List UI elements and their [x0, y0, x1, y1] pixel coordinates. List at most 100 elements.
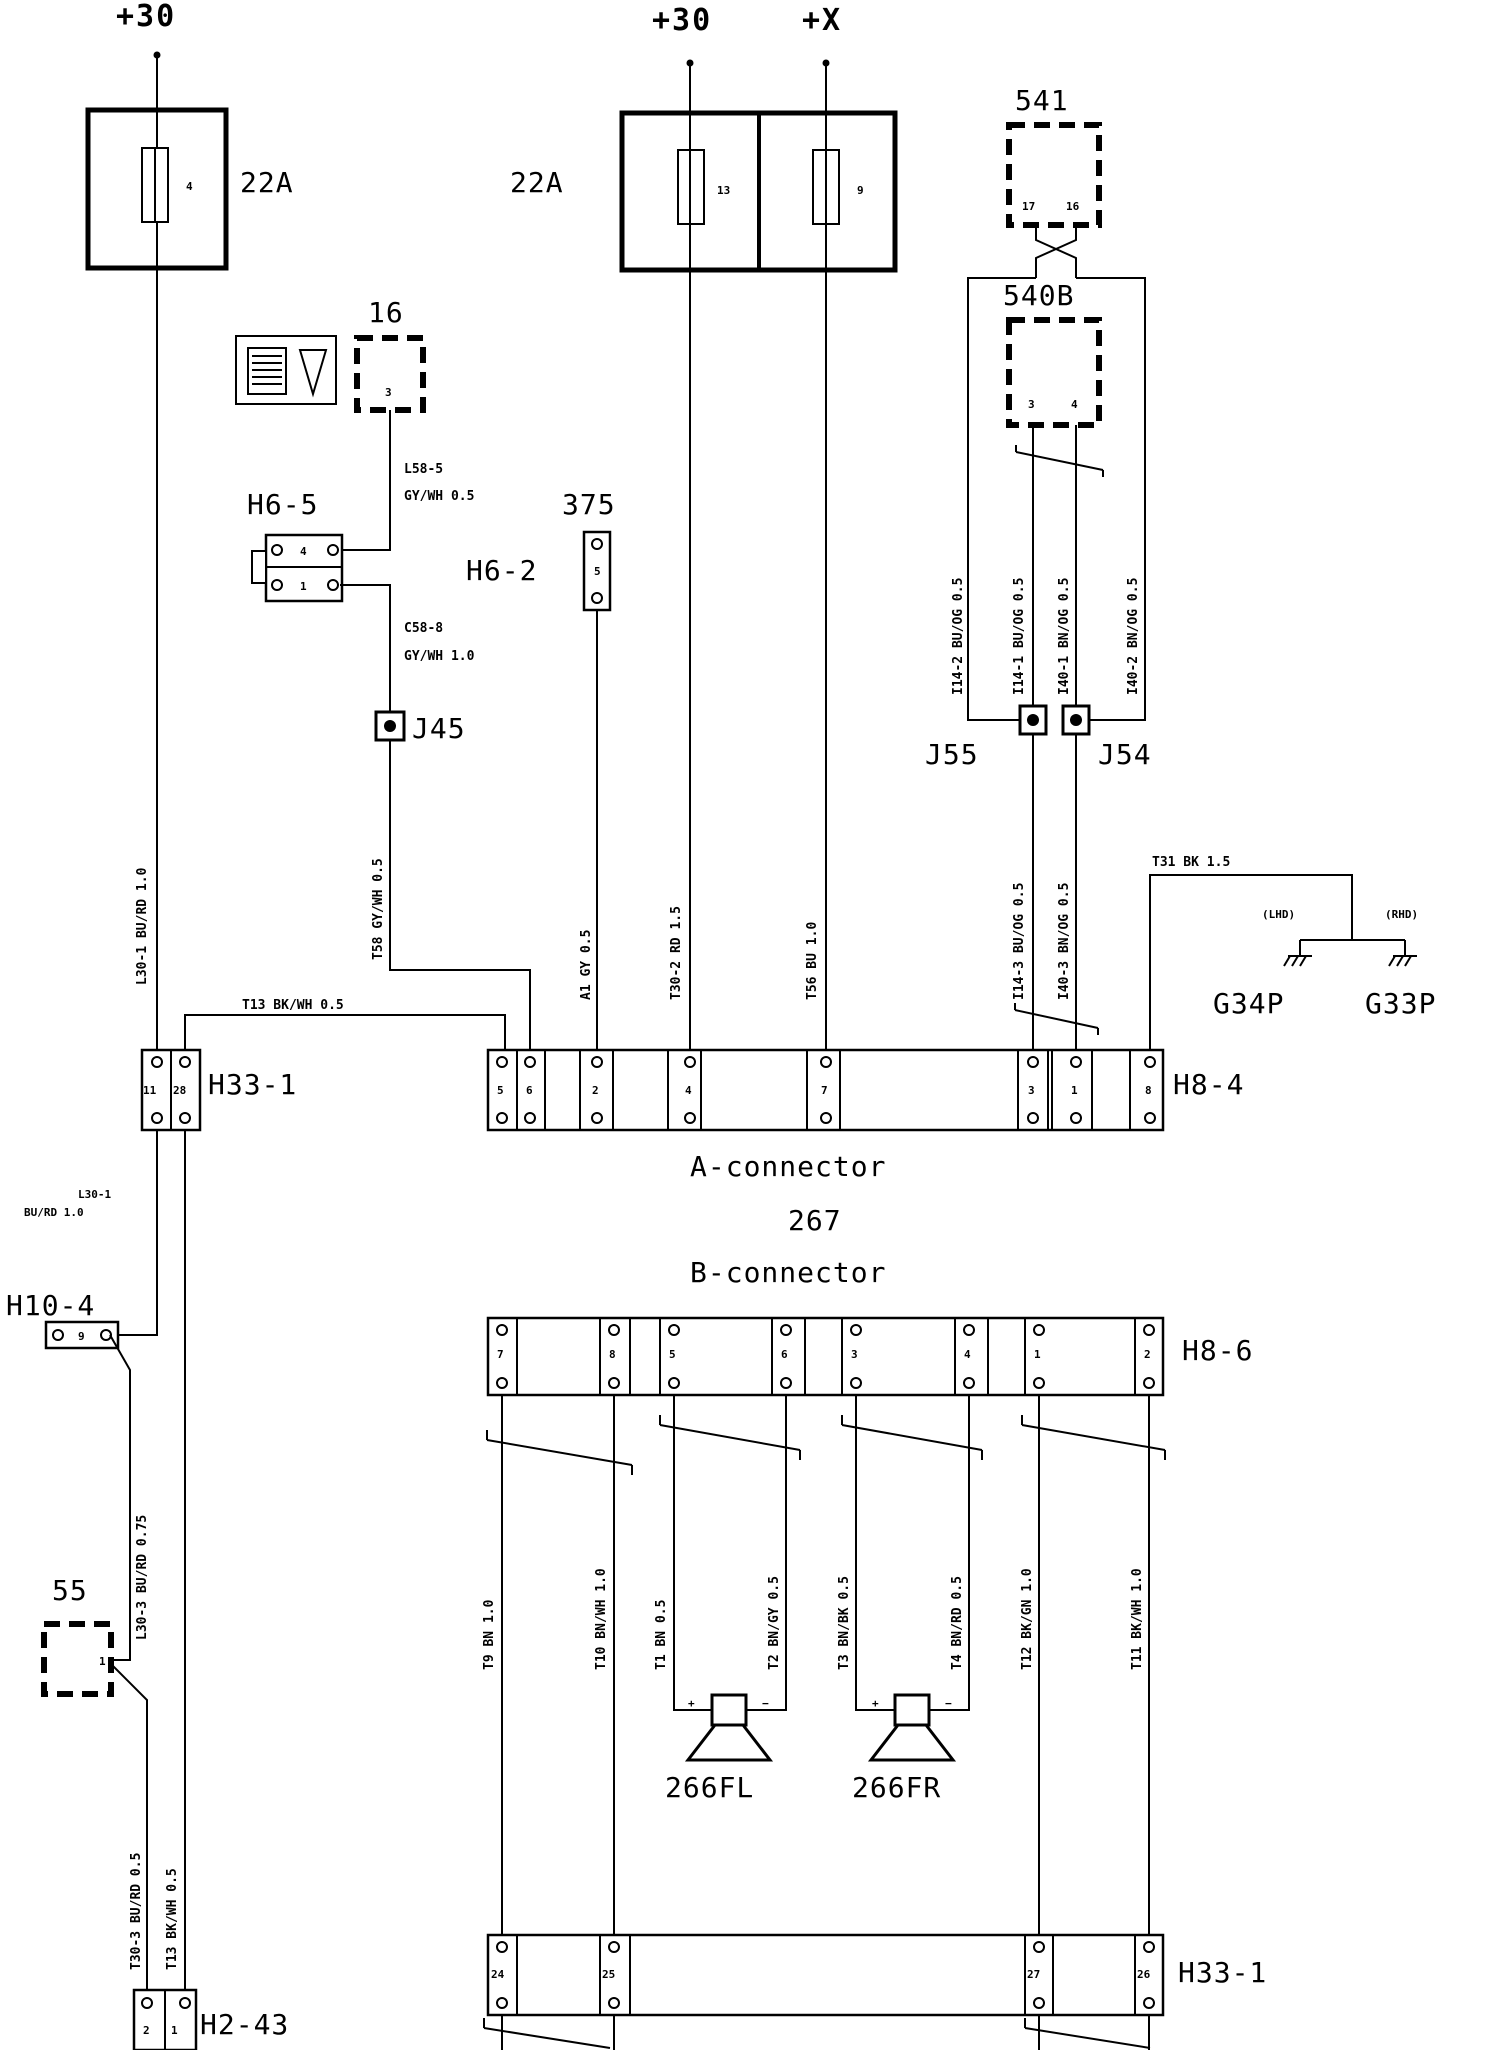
connector-h33-1-top-pin28: 28: [173, 1084, 186, 1097]
component-375-label: 375: [562, 488, 616, 521]
connector-h8-6-pin5: 5: [669, 1348, 676, 1361]
connector-h8-6-pin6: 6: [781, 1348, 788, 1361]
wire-t13-top-label: T13 BK/WH 0.5: [242, 998, 344, 1013]
connector-h33-1-top-label: H33-1: [208, 1068, 297, 1101]
component-16-label: 16: [368, 296, 404, 329]
wire-t1-label: T1 BN 0.5: [654, 1600, 669, 1670]
wire-l30-1-lower: [110, 1130, 158, 1336]
connector-h10-4-label: H10-4: [6, 1289, 95, 1322]
wire-i14-3-label: I14-3 BU/OG 0.5: [1012, 883, 1027, 1000]
connector-h6-2-pin5: 5: [594, 565, 601, 578]
wires-i14-i40-lower: [1014, 734, 1099, 1050]
wire-t4-label: T4 BN/RD 0.5: [950, 1576, 965, 1670]
connector-h33-1-bottom-pin25: 25: [602, 1968, 615, 1981]
wire-l58-5: [340, 410, 391, 551]
speaker-266fl-minus: −: [762, 1697, 769, 1710]
connector-h33-1-top: [140, 1048, 202, 1132]
connector-h6-5-pin1: 1: [300, 580, 307, 593]
wire-l30-1-label: L30-1 BU/RD 1.0: [135, 867, 150, 985]
fuse-4-label: 4: [186, 180, 193, 193]
component-541-label: 541: [1015, 84, 1069, 117]
connector-h8-4-pin2: 2: [592, 1084, 599, 1097]
wire-i14-2-label: I14-2 BU/OG 0.5: [951, 578, 966, 695]
wire-i40-2-label: I40-2 BN/OG 0.5: [1126, 578, 1141, 695]
ground-g34p-label: G34P: [1213, 987, 1284, 1020]
connector-h8-6-pin7: 7: [497, 1348, 504, 1361]
splice-j45: [374, 710, 406, 742]
wires-541-540b: [967, 225, 1146, 721]
connector-h8-6-pin3: 3: [851, 1348, 858, 1361]
splice-j55: [1018, 704, 1048, 736]
component-540b-label: 540B: [1003, 279, 1074, 312]
component-16-pin3: 3: [385, 386, 392, 399]
wire-t31-label: T31 BK 1.5: [1152, 855, 1230, 870]
wire-c58-8-label: C58-8: [404, 621, 443, 636]
component-541-pin17: 17: [1022, 200, 1035, 213]
connector-h33-1-bottom-pin26: 26: [1137, 1968, 1151, 1981]
connector-h33-1-bottom-pin27: 27: [1027, 1968, 1040, 1981]
wire-i40-1-label: I40-1 BN/OG 0.5: [1057, 578, 1072, 695]
wire-l58-5-label: L58-5: [404, 462, 443, 477]
wire-t30-2: [686, 59, 694, 1050]
connector-h8-4-pin6: 6: [526, 1084, 533, 1097]
wire-t30-2-label: T30-2 RD 1.5: [669, 906, 684, 1000]
connector-h8-6-pin8: 8: [609, 1348, 616, 1361]
wire-t13-low-label: T13 BK/WH 0.5: [165, 1868, 180, 1970]
wire-t12-label: T12 BK/GN 1.0: [1020, 1568, 1035, 1670]
supply-plus30-left: +30: [116, 0, 176, 34]
connector-h6-2-label: H6-2: [466, 554, 537, 587]
wire-t2-label: T2 BN/GY 0.5: [767, 1576, 782, 1670]
wire-t30-3: [111, 1664, 148, 2005]
connector-h8-4-pin3: 3: [1028, 1084, 1035, 1097]
wire-t3-label: T3 BN/BK 0.5: [837, 1576, 852, 1670]
wire-l58-5-spec: GY/WH 0.5: [404, 489, 474, 504]
wire-t58-label: T58 GY/WH 0.5: [371, 858, 386, 960]
connector-h33-1-top-pin11: 11: [143, 1084, 157, 1097]
component-540b-pin4: 4: [1071, 398, 1078, 411]
b-connector-label: B-connector: [690, 1256, 886, 1289]
connector-h6-5-pin4: 4: [300, 545, 307, 558]
fuse-9-label: 9: [857, 184, 864, 197]
splice-j54: [1061, 704, 1091, 736]
speaker-266fr-label: 266FR: [852, 1771, 941, 1804]
wire-t11-label: T11 BK/WH 1.0: [1130, 1568, 1145, 1670]
wire-c58-8: [340, 584, 391, 712]
wires-540b-down: [1015, 425, 1104, 705]
connector-h8-4-pin7: 7: [821, 1084, 828, 1097]
component-16: [354, 335, 426, 413]
speaker-icon-266fl: [684, 1693, 774, 1762]
connector-h33-1-bottom-label: H33-1: [1178, 1956, 1267, 1989]
supply-plus30-mid: +30: [652, 3, 712, 38]
connector-h2-43-pin1: 1: [171, 2024, 178, 2037]
connector-h8-6-label: H8-6: [1182, 1334, 1253, 1367]
connector-h8-4-pin8: 8: [1145, 1084, 1152, 1097]
wire-i40-3-label: I40-3 BN/OG 0.5: [1057, 883, 1072, 1000]
splice-j55-label: J55: [925, 738, 979, 771]
component-55-label: 55: [52, 1574, 88, 1607]
wire-t10-label: T10 BN/WH 1.0: [594, 1568, 609, 1670]
speaker-266fr-plus: +: [872, 1697, 879, 1710]
speaker-266fl-plus: +: [688, 1697, 695, 1710]
connector-h10-4: [44, 1320, 120, 1350]
connector-h8-4-pin5: 5: [497, 1084, 504, 1097]
memory-icon: [235, 335, 337, 405]
wire-l30-1-lower-label-b: BU/RD 1.0: [24, 1206, 84, 1219]
ground-lhd-label: (LHD): [1262, 908, 1295, 921]
connector-h8-4-pin4: 4: [685, 1084, 692, 1097]
wire-l30-3-label: L30-3 BU/RD 0.75: [135, 1515, 150, 1640]
speaker-266fr-minus: −: [945, 1697, 952, 1710]
fuse-box-22a-mid: 13 9: [619, 110, 898, 273]
wire-t30-3-label: T30-3 BU/RD 0.5: [129, 1853, 144, 1970]
wire-a1-label: A1 GY 0.5: [579, 930, 594, 1000]
speaker-icon-266fr: [867, 1693, 957, 1762]
ground-rhd-label: (RHD): [1385, 908, 1418, 921]
connector-h33-1-bottom-pin24: 24: [491, 1968, 505, 1981]
wire-t58: [389, 740, 531, 1050]
connector-h10-4-pin9: 9: [78, 1330, 85, 1343]
connector-h33-1-bottom: [486, 1933, 1165, 2017]
wire-t9-label: T9 BN 1.0: [482, 1599, 497, 1670]
wire-t13-top: [184, 1014, 506, 1050]
component-541: [1006, 122, 1102, 228]
ground-wire-t31: [1149, 874, 1406, 1050]
